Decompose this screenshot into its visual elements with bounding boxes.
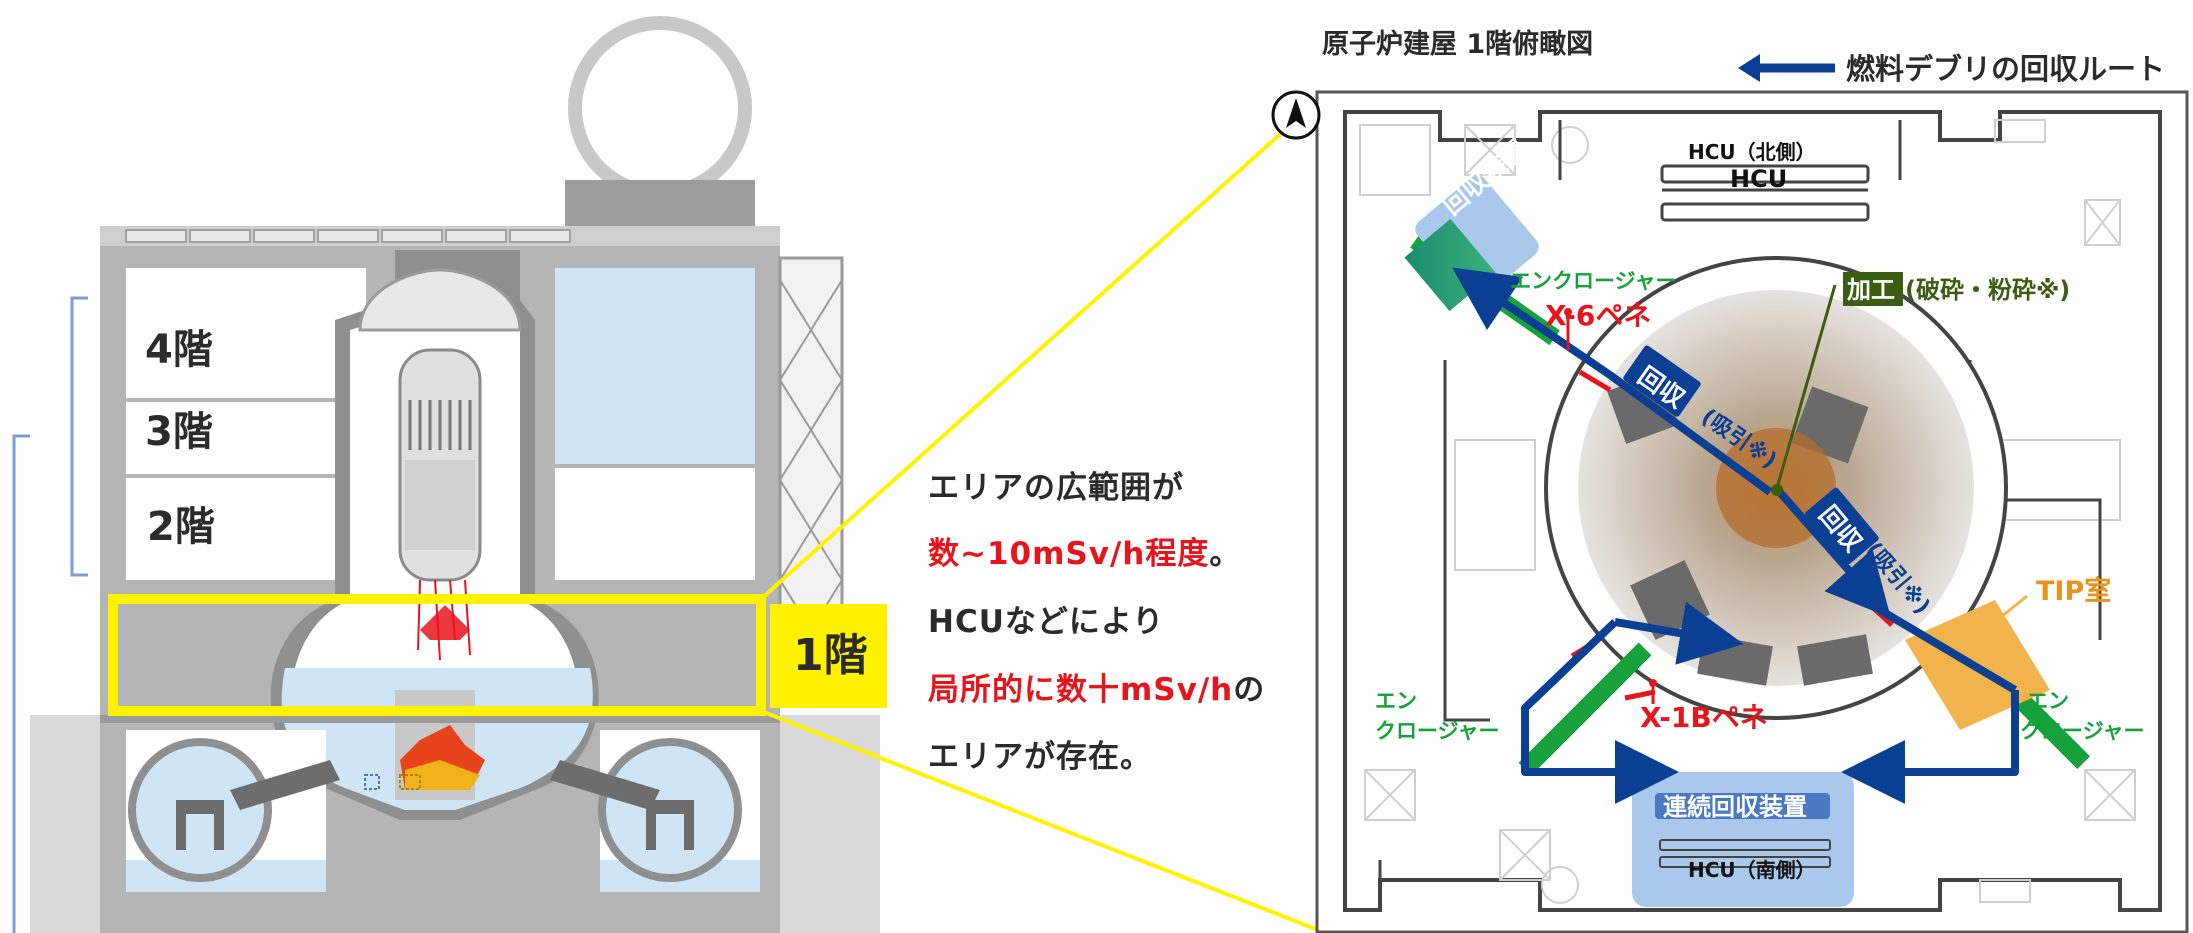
enclosure-left-label-1: エン: [1375, 689, 1417, 713]
hcu-south-label: HCU（南側）: [1688, 858, 1816, 882]
floor-3-label: 3階: [145, 409, 213, 455]
continuous-device-label: 連続回収装置: [1663, 793, 1807, 821]
building-bracket: [12, 434, 30, 933]
enclosure-left-label-2: クロージャー: [1375, 719, 1500, 743]
note-line-3: HCUなどにより: [928, 604, 1165, 640]
x6-penetration-label: X-6ペネ: [1545, 299, 1651, 332]
x1b-penetration-label: X-1Bペネ: [1640, 701, 1768, 734]
hcu-north-tag: HCU: [1730, 165, 1787, 193]
roof-structure: [565, 180, 755, 230]
zoom-line-bottom: [760, 709, 1319, 932]
note-line-5: エリアが存在。: [928, 739, 1152, 775]
first-floor-tag: [770, 604, 887, 708]
reactor-cross-section: [12, 16, 880, 933]
processing-box: [1843, 272, 1903, 306]
floor-2-label: 2階: [147, 504, 215, 550]
floor-4-label: 4階: [145, 327, 213, 373]
upper-floors-bracket: [70, 296, 88, 577]
first-floor-highlight: [108, 594, 766, 716]
tip-room-label: TIP室: [2036, 575, 2111, 607]
note-line-2-red: 数~10mSv/h程度: [928, 536, 1210, 572]
crane-ring: [568, 16, 752, 200]
zoom-line-top: [759, 110, 1307, 601]
processing-label: 加工: [1847, 276, 1895, 304]
floor-1-label: 1階: [793, 630, 868, 681]
floor-plan: [1271, 54, 2189, 933]
processing-detail: (破砕・粉砕※): [1905, 276, 2070, 304]
note-line-4-end: の: [1233, 672, 1266, 708]
plan-title: 原子炉建屋 1階俯瞰図: [1322, 28, 1593, 60]
hcu-north-label: HCU（北側）: [1688, 140, 1816, 164]
note-line-1: エリアの広範囲が: [928, 470, 1184, 506]
enclosure-top-label: エンクロージャー: [1510, 269, 1677, 293]
note-line-2-end: 。: [1209, 536, 1242, 572]
enclosure-right-label-2: クロージャー: [2020, 719, 2145, 743]
enclosure-right-label-1: エン: [2027, 689, 2069, 713]
note-line-4: 局所的に数十mSv/hの: [928, 664, 1265, 709]
route-legend-label: 燃料デブリの回収ルート: [1846, 52, 2165, 86]
note-line-4-red: 局所的に数十mSv/h: [928, 672, 1234, 708]
note-line-2: 数~10mSv/h程度。: [928, 528, 1241, 573]
